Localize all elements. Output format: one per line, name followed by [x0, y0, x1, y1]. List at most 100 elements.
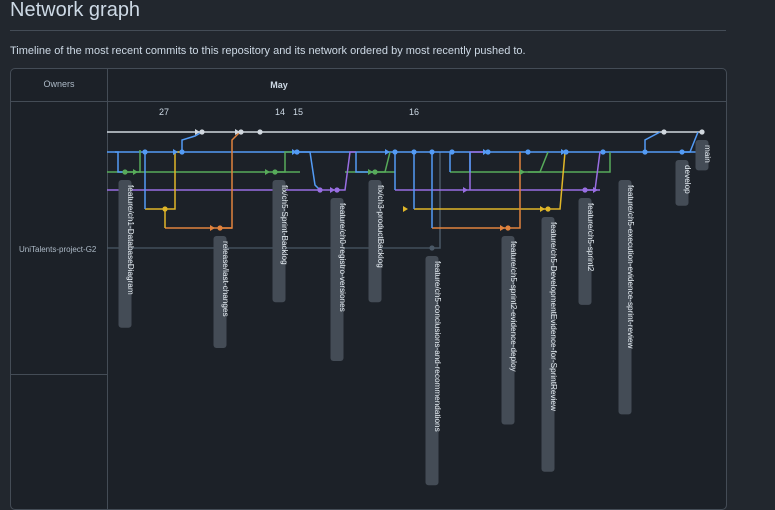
branch-tag[interactable]: feature/ch5-DevelopmentEvidence-for-Spri… [541, 217, 559, 472]
branch-tag-bg [330, 198, 344, 361]
commit-dot [122, 169, 128, 175]
branch-tag-label: fix/ch5-Sprint-Backlog [280, 185, 289, 265]
commit-dot [334, 187, 340, 193]
branch-tag[interactable]: feature/ch5-sprint2 [578, 198, 596, 305]
branch-connector [125, 150, 141, 173]
day-label: 16 [409, 107, 419, 117]
branch-tag[interactable]: release/last-changes [213, 236, 231, 348]
branch-tag-label: feature/ch5-execution-evidence-sprint-re… [626, 185, 635, 348]
branch-tag[interactable]: develop [675, 160, 693, 206]
owner-name[interactable]: UniTalents-project-G2 [19, 245, 97, 254]
commit-dot [392, 149, 398, 155]
commit-dot [429, 245, 435, 251]
branch-connector [165, 151, 180, 210]
branch-tag[interactable]: feature/ch1-DatabaseDiagram [118, 180, 136, 328]
branch-tag-label: main [703, 145, 712, 163]
branch-tag-bg [541, 217, 555, 472]
commit-dot [525, 149, 531, 155]
arrow-head [235, 129, 240, 135]
arrow-head [195, 129, 200, 135]
branch-tag-bg [675, 160, 689, 206]
title-divider [10, 30, 726, 31]
branch-tag-bg [618, 180, 632, 415]
branch-connector [510, 152, 521, 229]
branch-tag-bg [118, 180, 132, 328]
branch-tag-bg [695, 140, 709, 171]
arrow-head [368, 169, 373, 175]
commit-dot [679, 149, 685, 155]
arrow-head [463, 187, 468, 193]
commit-dot [217, 225, 223, 231]
branch-connector [528, 151, 549, 173]
commit-dot [600, 149, 606, 155]
commit-dot [142, 149, 148, 155]
branch-tag-label: develop [683, 165, 692, 194]
branch-connector [355, 152, 375, 173]
branch-connector [550, 151, 566, 210]
arrow-head [540, 206, 545, 212]
branch-tag-bg [272, 180, 286, 303]
commit-dot [199, 129, 205, 135]
commit-dot [545, 206, 551, 212]
commit-dot [179, 149, 185, 155]
commit-dot [429, 149, 435, 155]
commit-dot [563, 149, 569, 155]
branch-tag-bg [368, 180, 382, 303]
owner-row-divider [11, 374, 108, 375]
commit-dot [485, 149, 491, 155]
branch-tag[interactable]: fix/ch5-Sprint-Backlog [272, 180, 290, 303]
arrow-head [385, 149, 390, 155]
branch-tag-label: feature/ch5-sprint2 [586, 203, 595, 272]
branch-tag-label: feature/ch5-DevelopmentEvidence-for-Spri… [549, 222, 558, 411]
branch-connector [432, 152, 441, 249]
commit-dot [699, 129, 705, 135]
branch-tag-label: feature/ch5-conclusions-and-recommendati… [433, 261, 442, 432]
arrow-head [520, 169, 525, 175]
arrow-head [403, 206, 408, 212]
commit-dot [294, 149, 300, 155]
branch-tag-label: feature/ch0-registro-versiones [338, 203, 347, 312]
branch-connector [682, 131, 699, 153]
branch-connector [275, 151, 297, 173]
commit-dot [505, 225, 511, 231]
branch-tag[interactable]: feature/ch0-registro-versiones [330, 198, 348, 361]
branch-tag-label: fix/ch3-productBacklog [376, 185, 385, 268]
branch-tag[interactable]: feature/ch5-execution-evidence-sprint-re… [618, 180, 636, 415]
branch-tag-label: feature/ch1-DatabaseDiagram [126, 185, 135, 295]
day-label: 15 [293, 107, 303, 117]
branch-connector [297, 151, 321, 191]
commit-dot [238, 129, 244, 135]
arrow-head [173, 149, 178, 155]
branch-tag-bg [425, 256, 439, 486]
page-title: Network graph [10, 0, 141, 21]
owners-column [11, 69, 108, 509]
network-graph-canvas[interactable]: May 27 14 15 16 feature/ch1-DatabaseDiagram re… [11, 69, 726, 509]
branch-connector [115, 151, 125, 173]
day-label: 27 [159, 107, 169, 117]
branch-connector [337, 151, 356, 191]
arrow-head [330, 187, 335, 193]
branch-tag-bg [213, 236, 227, 348]
branch-connector [600, 152, 611, 173]
branch-connector [469, 151, 488, 190]
commit-dot [582, 187, 588, 193]
arrow-head [133, 169, 138, 175]
day-label: 14 [275, 107, 285, 117]
branch-tag[interactable]: feature/ch5-sprint2-evidence-deploy [501, 236, 519, 425]
commit-dot [411, 149, 417, 155]
arrow-head [593, 187, 598, 193]
branch-connector [220, 131, 241, 229]
branch-tag[interactable]: fix/ch3-productBacklog [368, 180, 386, 303]
commit-dot [449, 149, 455, 155]
month-label: May [270, 80, 288, 90]
branch-connector [644, 131, 661, 152]
arrow-head [500, 225, 505, 231]
branch-tag[interactable]: main [695, 140, 713, 171]
page-description: Timeline of the most recent commits to t… [10, 45, 526, 57]
branch-tag-bg [578, 198, 592, 305]
commit-dot [372, 169, 378, 175]
commit-dot [317, 187, 323, 193]
commit-dot [257, 129, 263, 135]
branch-tag[interactable]: feature/ch5-conclusions-and-recommendati… [425, 256, 443, 486]
